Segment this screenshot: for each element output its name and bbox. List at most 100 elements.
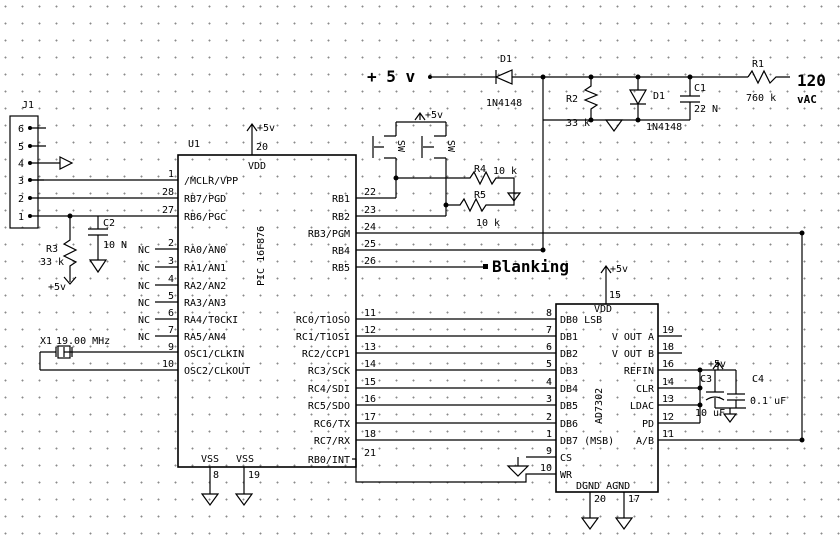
dac-pin-number: 6: [546, 342, 552, 353]
dac-control-wires: [658, 369, 802, 441]
d1-shunt-value: 1N4148: [646, 122, 682, 133]
dac-pin-name: A/B: [636, 436, 654, 447]
u1-vss2-pin: 19: [248, 470, 260, 481]
plus5-terminal: [428, 75, 432, 79]
u1-pin-name: RA4/T0CKI: [184, 315, 238, 326]
u1-ref: U1: [188, 139, 200, 150]
u1-left-pins: /MCLR/VPP1RB7/PGD28RB6/PGC27RA0/AN02NCRA…: [138, 169, 250, 377]
c1-value: 22 N: [694, 104, 718, 115]
u1-vss2: VSS: [236, 454, 254, 465]
c2-ground-icon: [88, 259, 108, 274]
u1-vdd-supply: +5v: [257, 123, 275, 134]
r3-supply-arrow: [63, 276, 77, 285]
dac-pin-number: 3: [546, 394, 552, 405]
u1-pin-name: RA1/AN1: [184, 263, 226, 274]
u1-pin-name: RB1: [332, 194, 350, 205]
j1-ground-arrow: [30, 156, 74, 170]
d1-top-diode: [494, 69, 513, 85]
u1-vss-wires: [209, 467, 245, 494]
u1-pin-number: 16: [364, 394, 376, 405]
dac-pin-name: CS: [560, 453, 572, 464]
u1-pin-number: 7: [168, 325, 174, 336]
d1-shunt-diode: [628, 77, 648, 120]
u1-pin-name: /MCLR/VPP: [184, 176, 238, 187]
sw2-contacts: [434, 133, 447, 159]
u1-pin-name: RB2: [332, 212, 350, 223]
sw2-label: SW: [445, 140, 456, 153]
dac-pin-number: 19: [662, 325, 674, 336]
u1-pin-name: RB4: [332, 246, 350, 257]
u1-pin-number: 10: [162, 359, 174, 370]
u1-pin-number: 6: [168, 308, 174, 319]
data-bus: [356, 318, 556, 441]
dac-pin-name: DB2: [560, 349, 578, 360]
j1-pin-label: 1: [18, 212, 24, 223]
c4-symbol: [727, 370, 745, 408]
r5-resistor: [446, 193, 515, 213]
u1-pin-name: RB0/INT: [308, 455, 350, 466]
u1-ground-icons: [200, 493, 254, 507]
u1-pin-number: 3: [168, 256, 174, 267]
junction-ret-1: [588, 117, 594, 123]
caps-ground-icon: [715, 407, 746, 423]
u1-pin-name: RC6/TX: [314, 419, 350, 430]
dac-pin-name: DB3: [560, 366, 578, 377]
u1-vss1: VSS: [201, 454, 219, 465]
sw1-actuator: [372, 136, 384, 158]
u1-pin-name: RA5/AN4: [184, 332, 226, 343]
sw2-actuator: [421, 136, 434, 158]
r3-value: 33 k: [40, 257, 64, 268]
nc-label: NC: [138, 281, 150, 292]
u1-pin-number: 25: [364, 239, 376, 250]
dac-pin-number: 13: [662, 394, 674, 405]
r2-resistor: [583, 77, 599, 120]
u1-vss1-pin: 8: [213, 470, 219, 481]
j1-pin-label: 4: [18, 159, 24, 170]
dac-pin-number: 10: [540, 463, 552, 474]
dac-pin-number: 9: [546, 446, 552, 457]
u1-body: [177, 154, 357, 468]
dac-ref-supply-arrow: [712, 360, 724, 370]
r1-value: 760 k: [746, 93, 776, 104]
dac-dgnd-pin: 20: [594, 494, 606, 505]
c3-ref: C3: [700, 374, 712, 385]
r2-value: 33 k: [566, 118, 590, 129]
dac-pin-name: LDAC: [630, 401, 654, 412]
dac-pin-name: V OUT A: [612, 332, 654, 343]
c4-value: 0.1 uF: [750, 396, 786, 407]
u1-pin-number: 14: [364, 359, 376, 370]
dac-vdd-arrow: [600, 264, 612, 304]
u1-pin-name: RA3/AN3: [184, 298, 226, 309]
u1-pin-number: 17: [364, 412, 376, 423]
dac-pin-name: DB4: [560, 384, 578, 395]
u1-pin-name: OSC2/CLKOUT: [184, 366, 250, 377]
nc-label: NC: [138, 332, 150, 343]
u1-pin-number: 15: [364, 377, 376, 388]
blanking-label: Blanking: [492, 257, 569, 276]
j1-ref: J1: [22, 100, 34, 111]
u1-pin-name: RB7/PGD: [184, 194, 226, 205]
nc-label: NC: [138, 315, 150, 326]
junction-rb4: [540, 247, 546, 253]
dac-ref-supply: +5v: [708, 359, 726, 370]
dac-vdd-pin: 15: [609, 290, 621, 301]
u1-pin-number: 5: [168, 291, 174, 302]
dac-pin-number: 4: [546, 377, 552, 388]
r3-supply: +5v: [48, 282, 66, 293]
r5-ref: R5: [474, 190, 486, 201]
junction-ret-2: [635, 117, 641, 123]
u1-pin-name: RC4/SDI: [308, 384, 350, 395]
dac-pin-name: DB5: [560, 401, 578, 412]
dac-pin-number: 7: [546, 325, 552, 336]
sw-supply: +5v: [425, 110, 443, 121]
dac-pin-name: DB6: [560, 419, 578, 430]
r4-resistor: [396, 170, 515, 193]
u1-pin-name: OSC1/CLKIN: [184, 349, 244, 360]
dac-pin-number: 5: [546, 359, 552, 370]
dac-vdd-label: VDD: [594, 304, 612, 315]
c1-symbol: [680, 77, 700, 120]
dac-pin-number: 1: [546, 429, 552, 440]
u1-pin-number: 28: [162, 187, 174, 198]
u1-pin-number: 26: [364, 256, 376, 267]
